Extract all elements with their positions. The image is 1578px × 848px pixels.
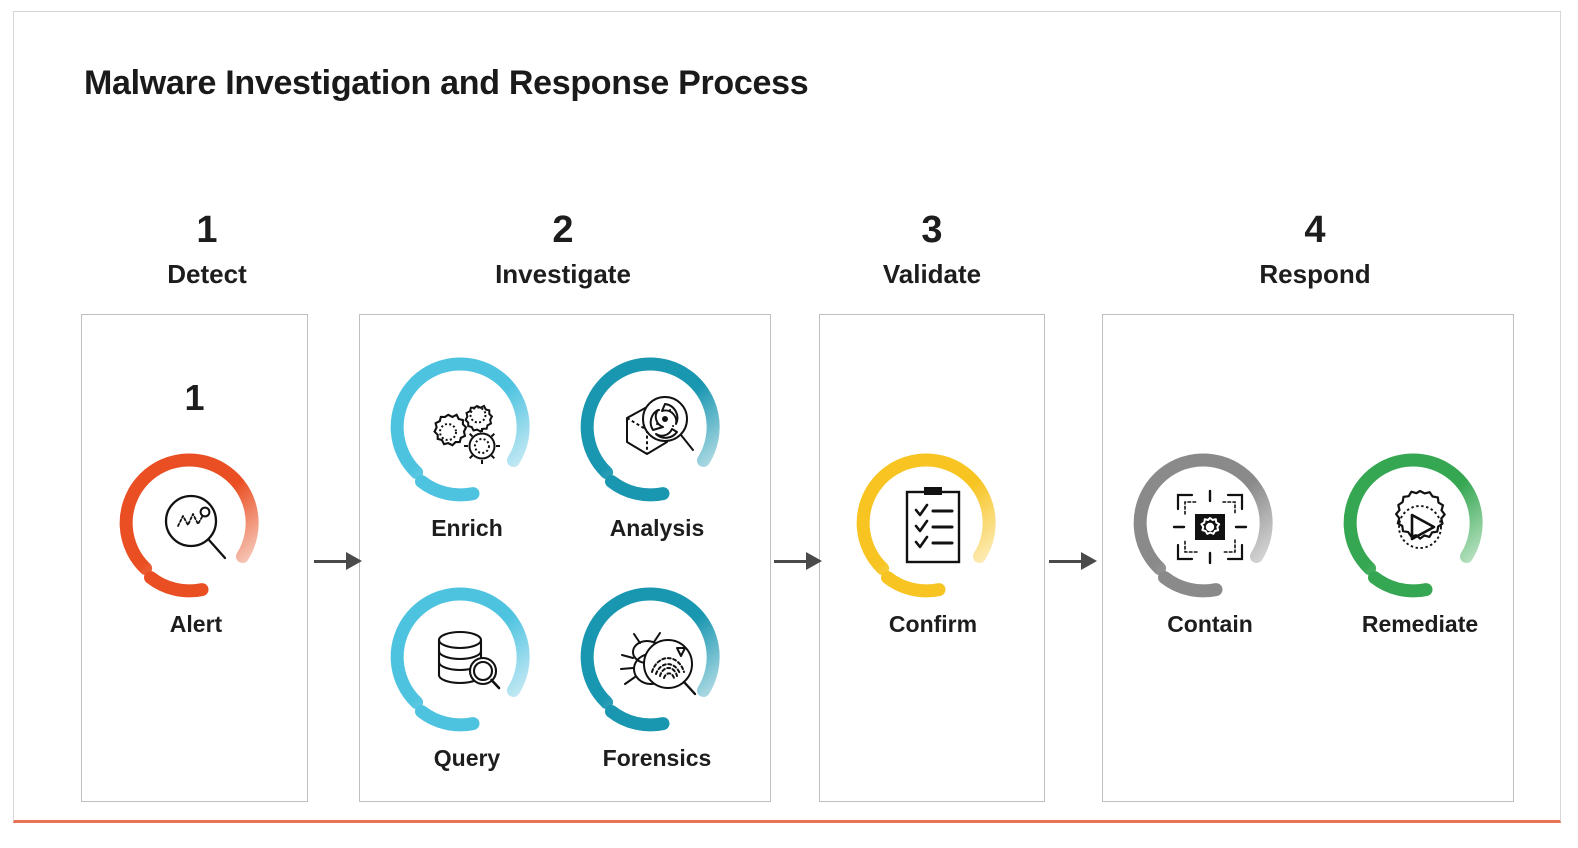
node-label: Remediate (1361, 611, 1479, 637)
enrich-ring (390, 357, 530, 502)
quarantine-target-icon (1130, 447, 1290, 607)
stage-header-validate: 3 Validate (819, 207, 1045, 291)
stage-number: 1 (196, 209, 218, 251)
stage-number: 3 (921, 209, 943, 251)
node-contain[interactable]: Contain (1125, 447, 1295, 638)
confirm-ring (856, 453, 996, 598)
query-ring (390, 587, 530, 732)
slide-frame: Malware Investigation and Response Proce… (13, 11, 1561, 823)
stage-name: Investigate (495, 259, 631, 289)
arrow-shaft (1049, 559, 1081, 563)
stage-name: Validate (882, 259, 982, 289)
node-label: Alert (169, 611, 223, 637)
page-title: Malware Investigation and Response Proce… (84, 64, 809, 102)
node-label: Forensics (602, 745, 712, 771)
panel-detect: 1 (81, 314, 308, 802)
node-enrich[interactable]: Enrich (382, 351, 552, 542)
arrow-shaft (774, 559, 806, 563)
remediate-ring (1343, 453, 1483, 598)
node-analysis[interactable]: Analysis (562, 351, 752, 542)
arrow-investigate-to-validate (774, 552, 822, 570)
stage-number: 4 (1304, 209, 1326, 251)
node-alert[interactable]: Alert (98, 447, 294, 638)
detect-panel-number: 1 (184, 377, 205, 418)
panel-validate: Confirm (819, 314, 1045, 802)
stage-header-investigate: 2 Investigate (357, 207, 769, 291)
arrow-detect-to-investigate (314, 552, 362, 570)
stage-number: 2 (552, 209, 574, 251)
arrow-shaft (314, 559, 346, 563)
stage-header-detect: 1 Detect (94, 207, 320, 291)
stage-name: Respond (1259, 259, 1371, 289)
stage-name: Detect (167, 259, 247, 289)
arrow-head (346, 552, 362, 570)
arrow-head (1081, 552, 1097, 570)
arrow-validate-to-respond (1049, 552, 1097, 570)
node-label: Query (433, 745, 501, 771)
gears-icon (387, 351, 547, 511)
malware-cube-magnifier-icon (577, 351, 737, 511)
node-label: Analysis (609, 515, 705, 541)
node-remediate[interactable]: Remediate (1325, 447, 1515, 638)
analysis-ring (580, 357, 720, 502)
gear-play-icon (1340, 447, 1500, 607)
database-search-icon (387, 581, 547, 741)
panel-investigate: Enrich (359, 314, 771, 802)
alert-ring (119, 453, 259, 598)
stage-header-respond: 4 Respond (1109, 207, 1521, 291)
contain-ring (1133, 453, 1273, 598)
node-confirm[interactable]: Confirm (853, 447, 1013, 638)
bug-fingerprint-icon (577, 581, 737, 741)
forensics-ring (580, 587, 720, 732)
node-forensics[interactable]: Forensics (562, 581, 752, 772)
node-query[interactable]: Query (382, 581, 552, 772)
node-label: Confirm (888, 611, 978, 637)
node-label: Enrich (431, 515, 503, 541)
panel-respond: Contain (1102, 314, 1514, 802)
magnifier-waveform-icon (116, 447, 276, 607)
node-label: Contain (1167, 611, 1253, 637)
checklist-clipboard-icon (853, 447, 1013, 607)
arrow-head (806, 552, 822, 570)
